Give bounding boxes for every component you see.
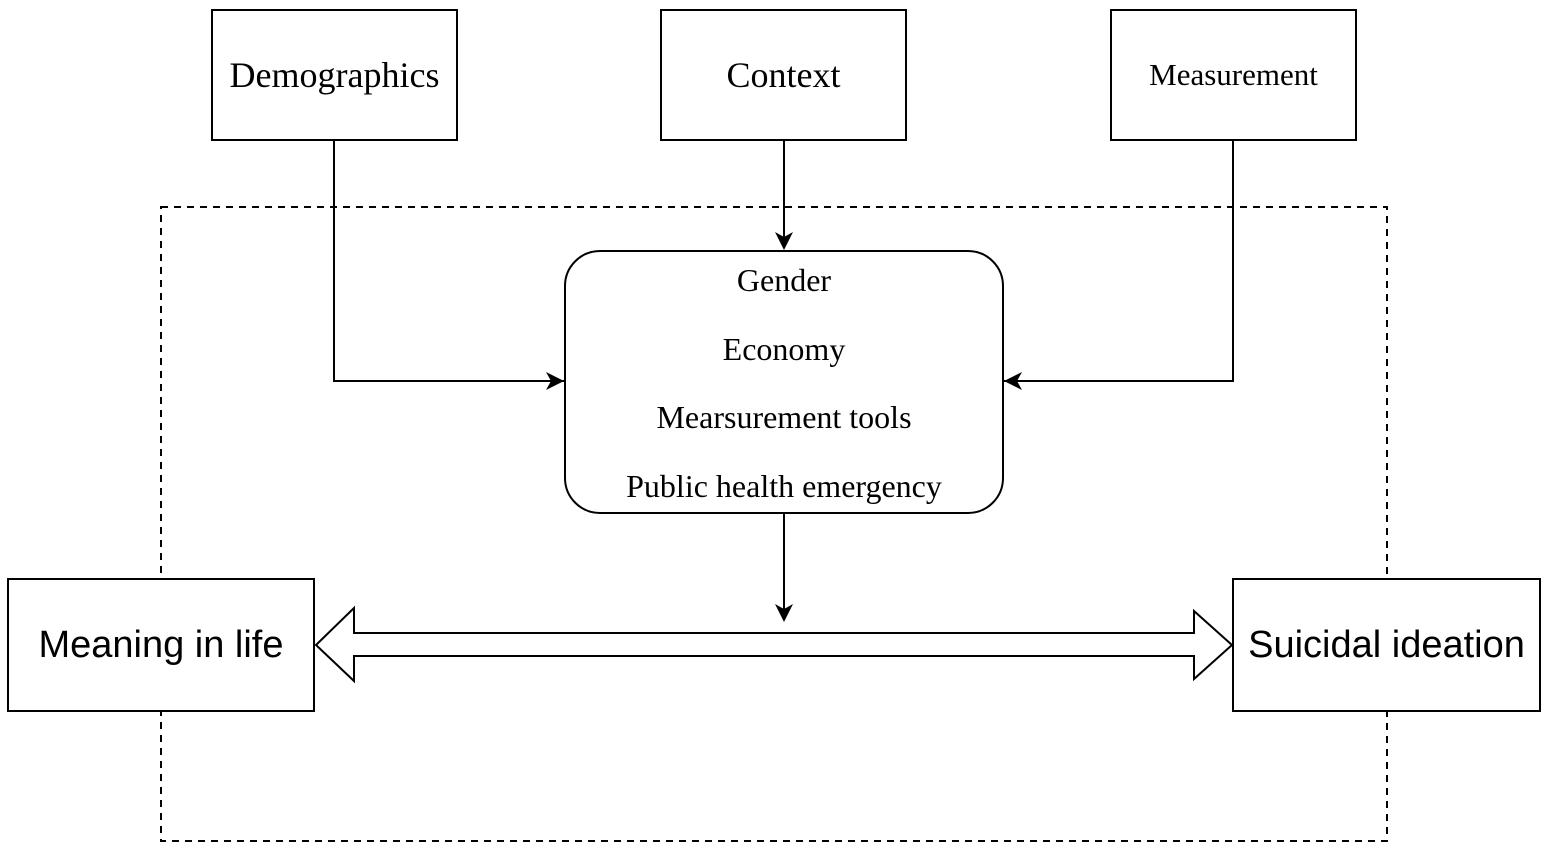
moderators-box: Gender Economy Mearsurement tools Public… [564,250,1004,514]
arrowhead-demographics [546,372,564,390]
moderator-economy: Economy [722,330,846,367]
bidirectional-arrow [314,605,1234,684]
arrow-measurement-to-moderators [1004,141,1234,382]
demographics-box: Demographics [211,9,458,141]
arrowhead-moderators [775,604,793,622]
context-label: Context [726,55,841,95]
arrowhead-measurement [1004,372,1022,390]
arrow-demographics-to-moderators [333,141,564,382]
suicidal-ideation-box: Suicidal ideation [1232,578,1541,712]
moderator-public-health-emergency: Public health emergency [626,467,942,504]
meaning-in-life-label: Meaning in life [38,623,284,666]
moderator-measurement-tools: Mearsurement tools [656,399,912,436]
measurement-box: Measurement [1110,9,1357,141]
meaning-in-life-box: Meaning in life [7,578,315,712]
scope-dashed-frame [160,206,1388,842]
demographics-label: Demographics [229,55,440,95]
moderator-gender: Gender [736,262,832,298]
arrowhead-context [775,232,793,250]
context-box: Context [660,9,907,141]
suicidal-ideation-label: Suicidal ideation [1248,623,1525,666]
measurement-label: Measurement [1149,57,1318,92]
